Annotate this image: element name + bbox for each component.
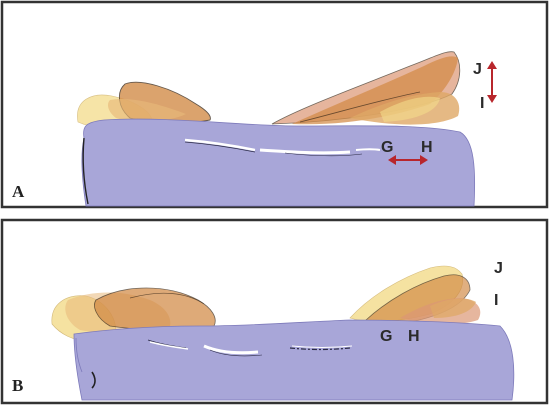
panel-b-label-g: G [380, 328, 392, 345]
panel-a-label-j: J [473, 61, 482, 78]
panel-a-label-h: H [421, 139, 433, 156]
panel-b-body [74, 320, 514, 400]
panel-b: B G H I J [2, 220, 547, 403]
panel-a: A G H I J [2, 2, 547, 207]
panel-b-label: B [12, 376, 23, 395]
panel-b-label-h: H [408, 328, 420, 345]
panel-a-body [82, 119, 475, 206]
panel-b-label-i: I [494, 292, 498, 309]
panel-a-label-i: I [480, 95, 484, 112]
panel-a-label-g: G [381, 139, 393, 156]
panel-a-label: A [12, 182, 25, 201]
panel-b-label-j: J [494, 260, 503, 277]
